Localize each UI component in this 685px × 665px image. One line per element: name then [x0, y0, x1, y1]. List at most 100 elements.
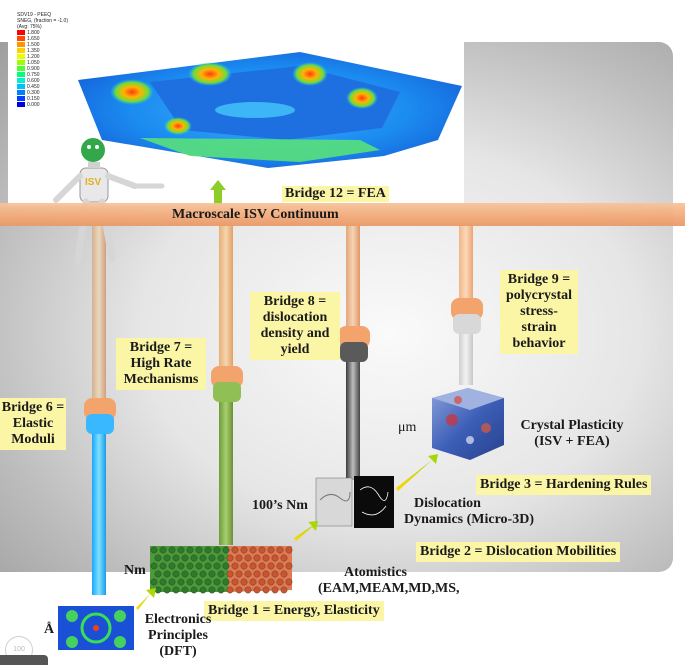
atom	[286, 579, 292, 585]
atom	[263, 587, 269, 593]
angstrom-label: Å	[44, 622, 54, 638]
atom	[236, 555, 242, 561]
atom	[205, 563, 211, 569]
atomistic-lattice	[150, 546, 292, 593]
bridge-7-label: Bridge 7 = High Rate Mechanisms	[116, 338, 206, 390]
atom	[223, 547, 229, 553]
bridge-12-label: Bridge 12 = FEA	[282, 186, 389, 202]
atom	[187, 579, 193, 585]
atom	[223, 579, 229, 585]
atom	[151, 563, 157, 569]
atom	[151, 579, 157, 585]
atom	[209, 587, 215, 593]
atom	[236, 571, 242, 577]
atom	[245, 587, 251, 593]
atom	[218, 571, 224, 577]
atom	[281, 555, 287, 561]
atom	[218, 587, 224, 593]
atom	[272, 571, 278, 577]
atom	[187, 547, 193, 553]
atom	[241, 563, 247, 569]
atom	[281, 571, 287, 577]
atom	[187, 563, 193, 569]
hundreds-nm-label: 100’s Nm	[252, 498, 308, 514]
atom	[155, 571, 161, 577]
atom	[245, 571, 251, 577]
atom	[200, 555, 206, 561]
atom	[277, 579, 283, 585]
atom	[277, 563, 283, 569]
bridge-3-label: Bridge 3 = Hardening Rules	[476, 475, 651, 495]
robot-badge: ISV	[85, 177, 101, 188]
atom	[191, 587, 197, 593]
atom	[178, 547, 184, 553]
atom	[173, 571, 179, 577]
micrometer-label: μm	[398, 420, 416, 436]
tem-image	[316, 478, 352, 526]
atom	[268, 547, 274, 553]
atom	[200, 571, 206, 577]
atom	[182, 587, 188, 593]
atom	[277, 547, 283, 553]
atom	[209, 571, 215, 577]
atom	[227, 571, 233, 577]
atom	[200, 587, 206, 593]
atom	[259, 547, 265, 553]
atom	[196, 547, 202, 553]
atom	[196, 563, 202, 569]
atom	[169, 563, 175, 569]
atom	[232, 547, 238, 553]
bridge-2-label: Bridge 2 = Dislocation Mobilities	[416, 542, 620, 562]
atom	[173, 555, 179, 561]
atom	[281, 587, 287, 593]
scale-arrow-icon	[136, 588, 156, 610]
atom	[241, 547, 247, 553]
atom	[191, 555, 197, 561]
atom	[205, 547, 211, 553]
atom	[263, 555, 269, 561]
atom	[254, 587, 260, 593]
atom	[182, 571, 188, 577]
atom	[250, 579, 256, 585]
robot-icon	[56, 138, 162, 260]
hand-icon	[338, 326, 370, 362]
atom	[250, 563, 256, 569]
atom	[164, 571, 170, 577]
atom	[214, 563, 220, 569]
bridge-6-label: Bridge 6 = Elastic Moduli	[0, 398, 66, 450]
atom	[155, 555, 161, 561]
bridge-1-label: Bridge 1 = Energy, Elasticity	[204, 601, 384, 621]
atom	[232, 563, 238, 569]
atom	[259, 579, 265, 585]
atom	[259, 563, 265, 569]
macroscale-beam	[0, 203, 685, 226]
atom	[218, 555, 224, 561]
atom	[191, 571, 197, 577]
atom	[286, 547, 292, 553]
atom	[241, 579, 247, 585]
atom	[232, 579, 238, 585]
atom	[214, 579, 220, 585]
atom	[160, 547, 166, 553]
atom	[214, 547, 220, 553]
atom	[254, 555, 260, 561]
bottom-toolbar	[0, 655, 48, 665]
nanometer-label: Nm	[124, 563, 146, 579]
atom	[254, 571, 260, 577]
crystal-plasticity-label: Crystal Plasticity (ISV + FEA)	[510, 418, 634, 450]
dislocation-dynamics-image	[354, 476, 394, 528]
atom	[182, 555, 188, 561]
atom	[250, 547, 256, 553]
dislocation-dynamics-label: Dislocation Dynamics (Micro-3D)	[404, 496, 564, 528]
atom	[227, 555, 233, 561]
atom	[223, 563, 229, 569]
beam-label: Macroscale ISV Continuum	[172, 207, 339, 223]
atom	[227, 587, 233, 593]
atom	[268, 579, 274, 585]
electronics-label: Electronics Principles (DFT)	[136, 612, 220, 660]
atom	[209, 555, 215, 561]
atom	[205, 579, 211, 585]
atom	[169, 579, 175, 585]
atom	[178, 579, 184, 585]
bridge-8-label: Bridge 8 = dislocation density and yield	[250, 292, 340, 360]
